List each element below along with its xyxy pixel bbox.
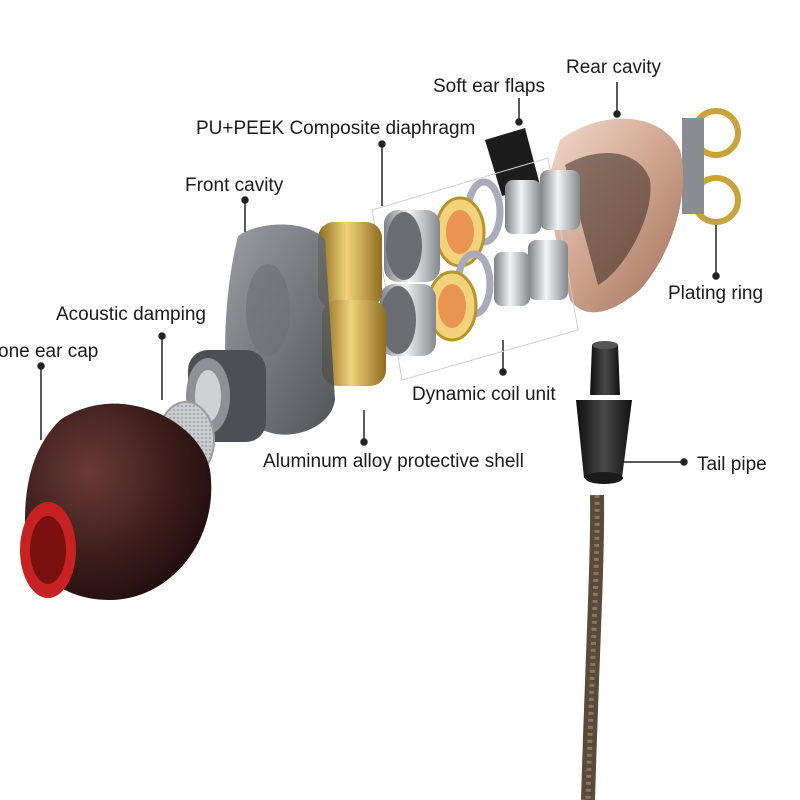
label-aluminum-shell: Aluminum alloy protective shell xyxy=(263,451,524,472)
lower-driver-stack xyxy=(380,240,568,356)
aluminum-shell-part xyxy=(318,222,386,386)
label-ear-cap: one ear cap xyxy=(0,341,99,362)
label-tail-pipe: Tail pipe xyxy=(697,454,767,475)
label-plating-ring: Plating ring xyxy=(668,283,764,304)
label-soft-ear-flaps: Soft ear flaps xyxy=(433,76,545,97)
label-rear-cavity: Rear cavity xyxy=(566,57,662,78)
label-diaphragm: PU+PEEK Composite diaphragm xyxy=(196,118,476,139)
label-dynamic-coil-unit: Dynamic coil unit xyxy=(412,384,556,405)
label-front-cavity: Front cavity xyxy=(185,175,284,196)
upper-driver-stack xyxy=(384,170,580,282)
tail-pipe-part xyxy=(576,341,632,484)
label-acoustic-damping: Acoustic damping xyxy=(56,304,206,325)
ear-cap-part xyxy=(20,403,212,600)
